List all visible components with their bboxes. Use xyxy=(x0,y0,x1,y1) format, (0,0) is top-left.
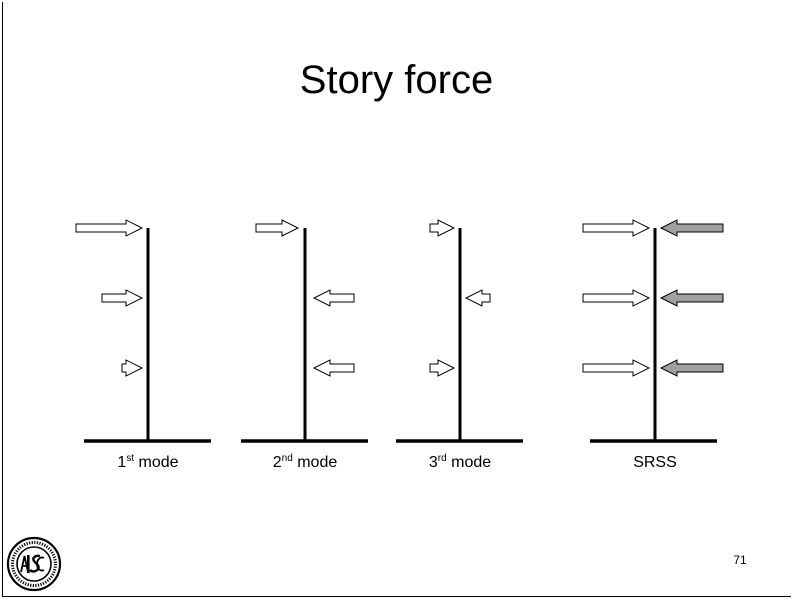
aisc-logo xyxy=(6,536,62,592)
mode-2-word: mode xyxy=(292,454,338,471)
srss-arrow-left-middle xyxy=(659,289,724,307)
mode-2-arrow-middle xyxy=(312,289,355,307)
mode-3-ordinal-suffix: rd xyxy=(437,453,447,464)
srss-arrow-left-bottom xyxy=(659,359,724,377)
mode-3-word: mode xyxy=(446,454,492,471)
mode-2-arrow-bottom xyxy=(312,359,355,377)
slide-title: Story force xyxy=(299,58,494,102)
mode-2-number: 2 xyxy=(272,454,282,471)
srss-arrow-left-top xyxy=(659,219,724,237)
mode-3-label: 3rd mode xyxy=(390,454,530,472)
srss-arrow-right-middle xyxy=(582,289,651,307)
mode-1-arrow-middle xyxy=(101,289,144,307)
mode-3-arrow-top xyxy=(429,219,456,237)
logo-text-ring xyxy=(11,541,57,587)
mode-1-arrow-top xyxy=(75,219,144,237)
mode-1-arrow-bottom xyxy=(121,359,144,377)
logo-i-column xyxy=(27,555,30,573)
srss-label: SRSS xyxy=(585,454,725,472)
srss-arrow-right-top xyxy=(582,219,651,237)
logo-c-curve xyxy=(36,556,45,572)
mode-1-number: 1 xyxy=(117,454,127,471)
mode-1-label: 1st mode xyxy=(78,454,218,472)
logo-a-mark xyxy=(20,555,29,573)
page-number: 71 xyxy=(733,553,747,567)
logo-inner-ring xyxy=(16,546,52,582)
mode-3-number: 3 xyxy=(428,454,438,471)
srss-text: SRSS xyxy=(633,454,677,471)
mode-2-label: 2nd mode xyxy=(235,454,375,472)
mode-2-ordinal-suffix: nd xyxy=(281,453,293,464)
mode-3-arrow-middle xyxy=(464,289,491,307)
mode-1-word: mode xyxy=(134,454,179,471)
mode-1-ordinal-suffix: st xyxy=(126,453,135,464)
mode-3-arrow-bottom xyxy=(429,359,456,377)
mode-2-arrow-top xyxy=(255,219,300,237)
srss-arrow-right-bottom xyxy=(582,359,651,377)
